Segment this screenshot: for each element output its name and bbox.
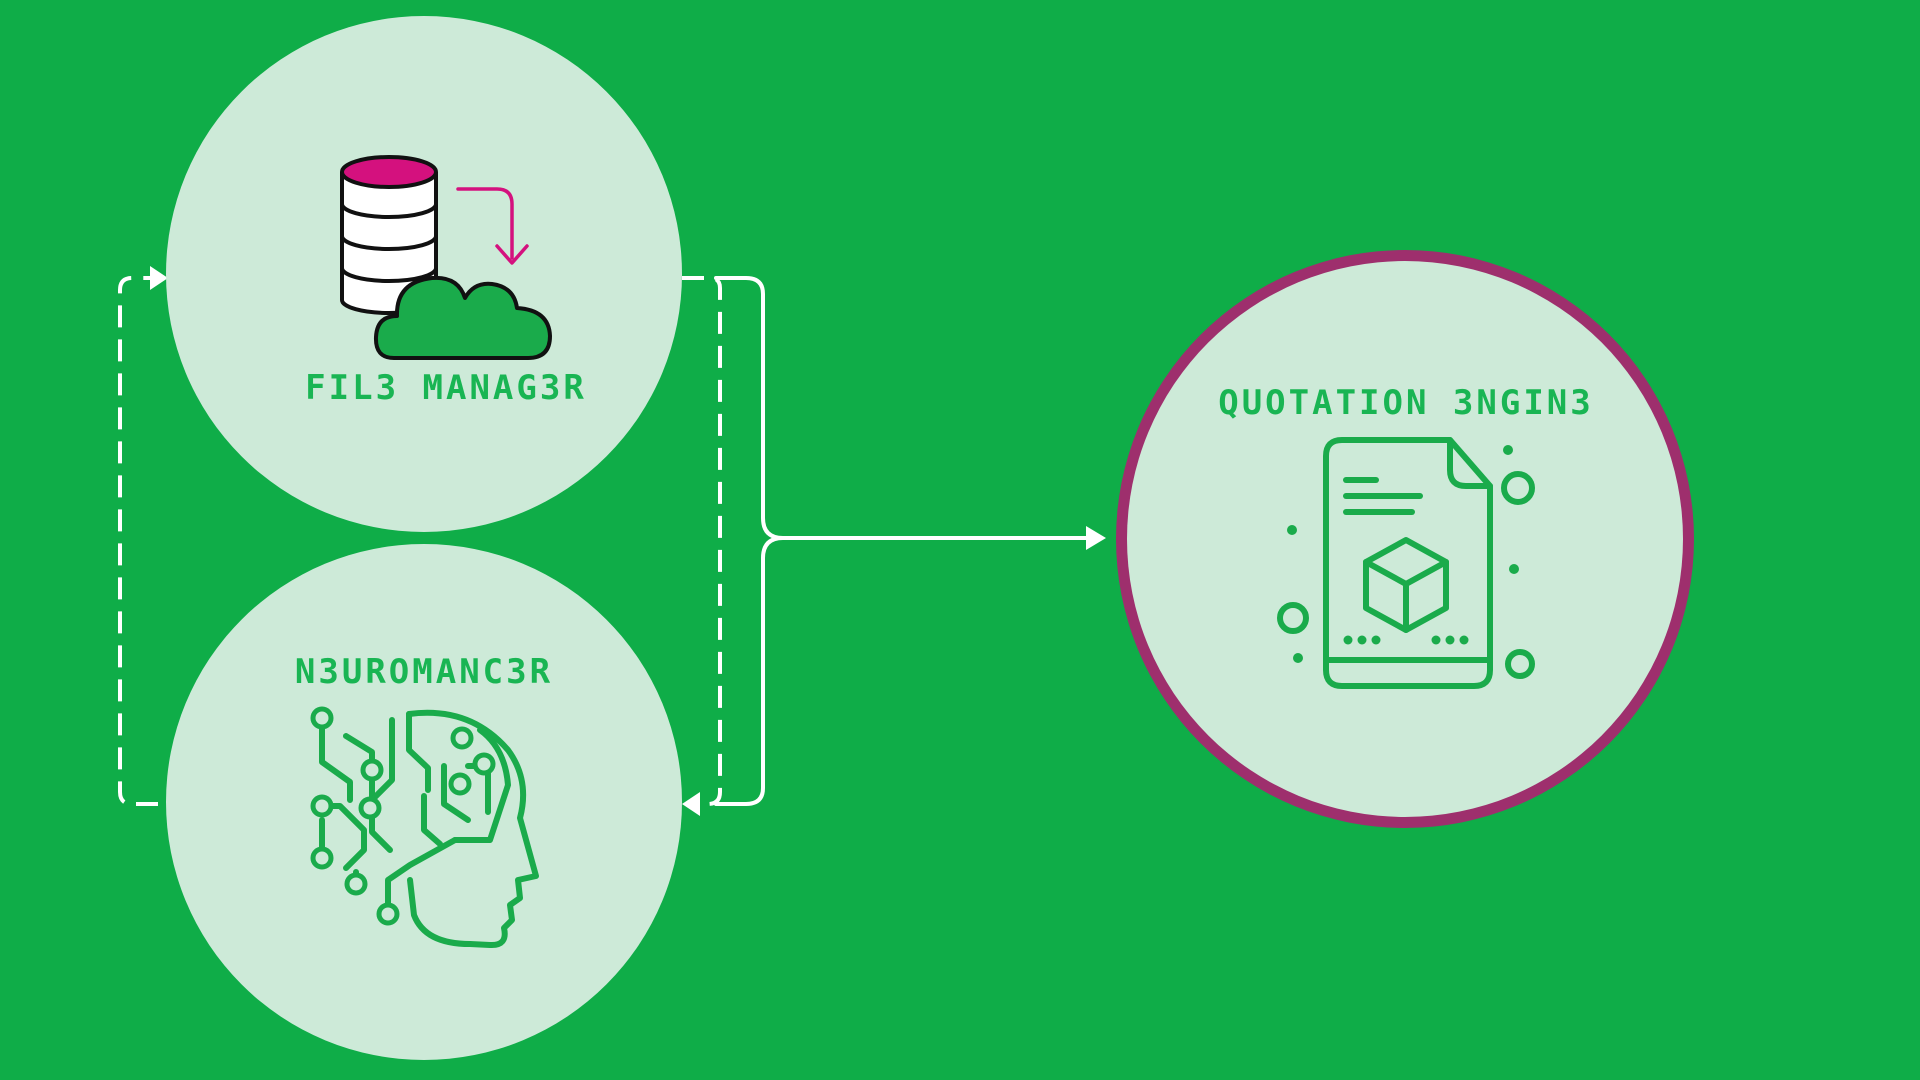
node-label-neuromancer: N3UROMANC3R	[295, 652, 553, 692]
node-quotation-engine[interactable]: QUOTATION 3NGIN3	[1116, 250, 1694, 828]
document-cube-icon	[1277, 437, 1535, 689]
arrowhead-file-manager-left	[150, 266, 168, 290]
arrowhead-neuromancer-right	[682, 792, 700, 816]
node-neuromancer[interactable]: N3UROMANC3R	[166, 544, 682, 1060]
edge-neuromancer-to-file-manager	[118, 276, 158, 806]
node-label-file-manager: FIL3 MANAG3R	[305, 368, 587, 408]
node-label-quotation-engine: QUOTATION 3NGIN3	[1218, 383, 1594, 423]
connectors	[118, 266, 1106, 816]
node-file-manager[interactable]: FIL3 MANAG3R	[166, 16, 682, 532]
database-cloud-icon	[340, 155, 552, 360]
arrowhead-quotation-engine	[1086, 526, 1106, 550]
edge-bracket-lower	[714, 536, 785, 806]
edge-file-manager-to-neuromancer	[682, 276, 722, 806]
ai-brain-head-icon	[310, 706, 539, 949]
edge-bracket-upper	[714, 276, 785, 540]
